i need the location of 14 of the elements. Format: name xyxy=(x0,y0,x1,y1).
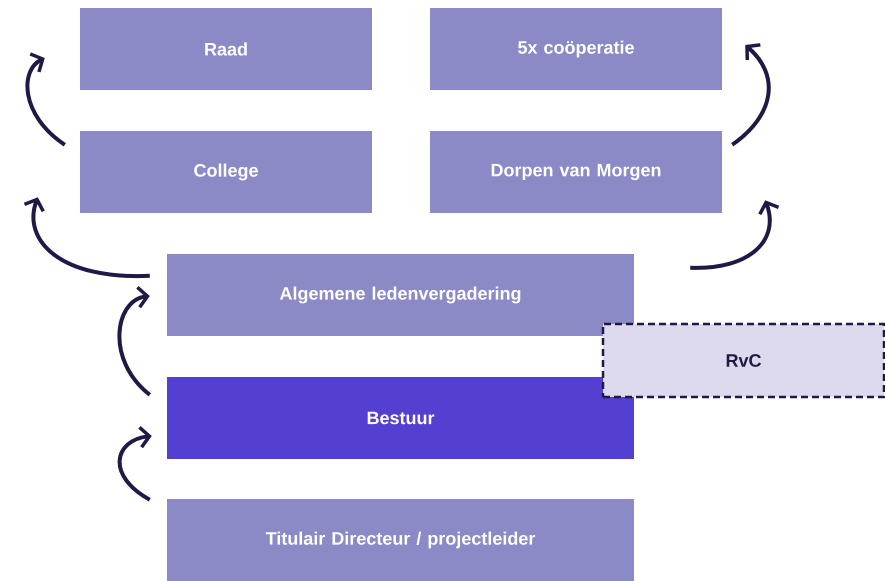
org-box: 5x coöperatie xyxy=(430,8,722,90)
dashed-box: RvC xyxy=(602,322,885,398)
curved-arrow xyxy=(25,52,66,146)
org-box: Titulair Directeur / projectleider xyxy=(167,499,634,581)
curved-arrow xyxy=(730,43,771,146)
curved-arrow xyxy=(690,200,780,270)
curved-arrow xyxy=(118,426,152,502)
org-box: Raad xyxy=(80,8,372,90)
org-box: Bestuur xyxy=(167,377,634,459)
curved-arrow xyxy=(117,286,152,396)
curved-arrow xyxy=(24,197,150,278)
org-box: Algemene ledenvergadering xyxy=(167,254,634,336)
org-box: Dorpen van Morgen xyxy=(430,131,722,213)
org-box: College xyxy=(80,131,372,213)
